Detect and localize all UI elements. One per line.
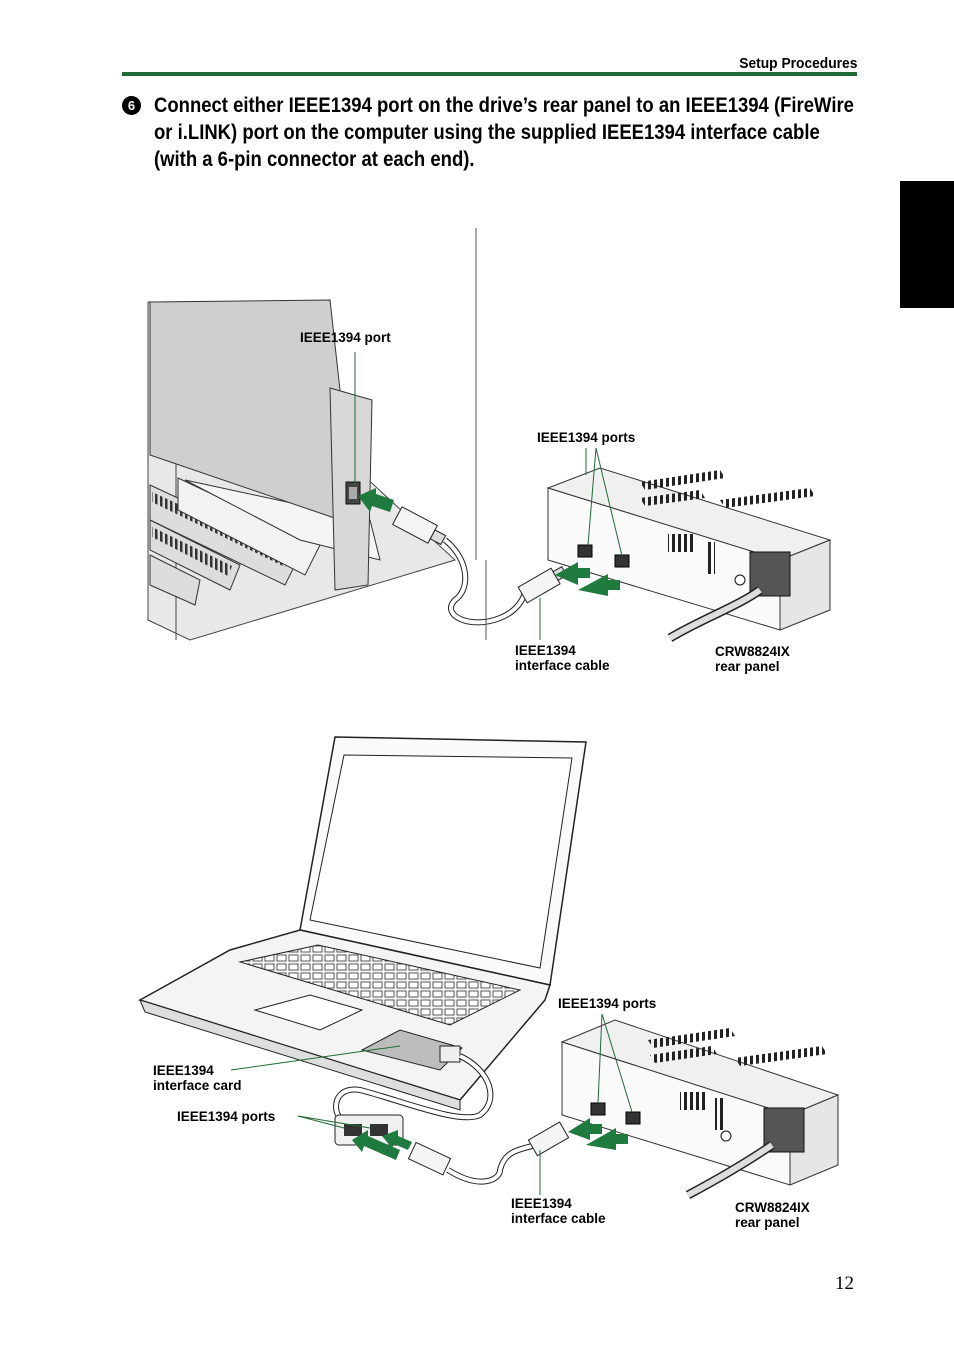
desktop-figure — [147, 228, 832, 642]
chapter-tab — [900, 181, 954, 308]
step-number-badge: 6 — [122, 96, 141, 115]
label-cable-2: IEEE1394 interface cable — [511, 1196, 606, 1226]
label-pc-port: IEEE1394 port — [300, 330, 391, 345]
label-drive-ports-1: IEEE1394 ports — [537, 430, 636, 445]
label-interface-card: IEEE1394 interface card — [153, 1063, 242, 1093]
label-cable-1: IEEE1394 interface cable — [515, 643, 610, 673]
page-header: Setup Procedures — [122, 52, 857, 78]
drive-rear-panel-2 — [560, 1019, 840, 1186]
label-rear-panel-1: CRW8824IX rear panel — [715, 644, 790, 674]
expansion-slots — [149, 477, 381, 606]
step-text: Connect either IEEE1394 port on the driv… — [154, 93, 854, 171]
label-rear-panel-2: CRW8824IX rear panel — [735, 1200, 810, 1230]
laptop-figure — [138, 736, 840, 1199]
label-card-ports: IEEE1394 ports — [177, 1109, 276, 1124]
section-title: Setup Procedures — [738, 55, 857, 72]
header-rule — [122, 72, 857, 76]
page-number: 12 — [835, 1273, 854, 1294]
step-instruction: 6 Connect either IEEE1394 port on the dr… — [122, 92, 854, 173]
drive-rear-panel-1 — [546, 467, 832, 631]
label-drive-ports-2: IEEE1394 ports — [558, 996, 657, 1011]
